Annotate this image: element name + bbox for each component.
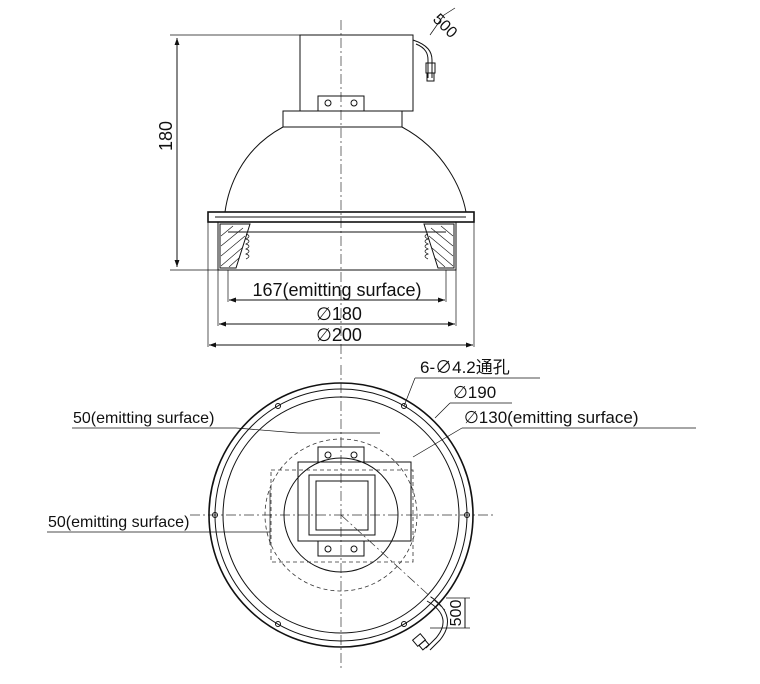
top-cable <box>429 596 448 651</box>
holes-label: 6-∅4.2通孔 <box>420 358 510 377</box>
lower-hood <box>217 222 457 271</box>
outer-diameter-label: ∅200 <box>316 325 362 345</box>
neck-circle <box>283 457 399 573</box>
top-bracket-lower <box>317 540 365 557</box>
top-cable-connector <box>411 633 427 647</box>
emitting-height-label: 50(emitting surface) <box>73 410 214 427</box>
inner-ring <box>222 396 460 634</box>
inner-diameter-label: ∅180 <box>316 304 362 324</box>
bolt-ring <box>214 388 468 642</box>
top-cable-length-label: 500 <box>448 600 465 627</box>
top-view: 500 6-∅4.2通孔 ∅190 ∅130(emitting surface)… <box>47 358 696 670</box>
mounting-holes <box>212 403 470 627</box>
side-emitting-width-label: 167(emitting surface) <box>252 280 421 300</box>
bracket-screw-right <box>350 99 358 107</box>
window-outer <box>308 474 376 536</box>
emitting-square <box>270 469 414 563</box>
emitting-width-label: 50(emitting surface) <box>48 514 189 531</box>
window-inner <box>315 480 369 531</box>
cable-inner <box>415 43 429 78</box>
cable-dim-line <box>429 14 445 36</box>
neck-collar <box>282 110 403 128</box>
controller-box <box>299 34 414 112</box>
top-controller-box <box>297 461 412 542</box>
cable <box>412 39 433 78</box>
left-wall-hatch <box>219 223 251 269</box>
side-view: 500 180 167(emitting surface) ∅180 ∅200 <box>156 7 475 360</box>
cable-plug <box>426 72 435 82</box>
cable-connector <box>425 62 436 74</box>
rim-flange <box>207 211 475 223</box>
top-bracket-upper <box>317 446 365 463</box>
outer-ring <box>208 382 474 648</box>
emitting-diameter-label: ∅130(emitting surface) <box>464 408 639 427</box>
bracket-screw-left <box>324 99 332 107</box>
emitting-circle <box>264 438 418 592</box>
right-wall-hatch <box>423 223 455 269</box>
bolt-circle-label: ∅190 <box>453 383 496 402</box>
side-cable-length-label: 500 <box>429 11 460 42</box>
cable-path <box>340 514 446 611</box>
height-label: 180 <box>156 121 176 151</box>
dome-shell <box>224 126 467 213</box>
